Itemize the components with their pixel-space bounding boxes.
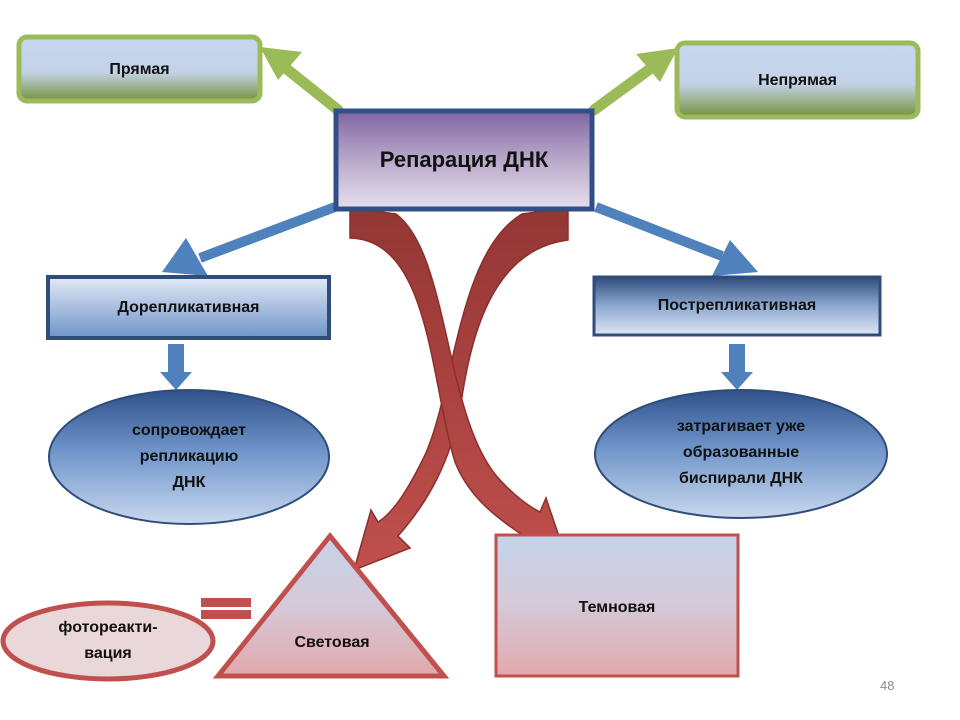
page-number: 48 — [880, 678, 895, 693]
arrow-to-postreplicative — [594, 202, 758, 276]
arrow-to-light — [352, 207, 569, 572]
arrow-down-pre — [160, 344, 192, 390]
prereplicative-label: Дорепликативная — [117, 298, 260, 316]
direct-label: Прямая — [109, 61, 170, 78]
pre-note-label: сопровождает репликацию ДНК — [132, 422, 246, 491]
pre-note-oval — [48, 389, 330, 525]
indirect-box — [674, 40, 921, 120]
arrow-down-post — [721, 344, 753, 390]
center-box — [333, 108, 595, 212]
direct-box — [16, 34, 263, 104]
light-triangle — [212, 532, 450, 679]
photoreactivation-label: фотореакти- вация — [58, 619, 158, 662]
light-label: Световая — [294, 634, 370, 651]
link-bars — [201, 598, 251, 619]
center-label: Репарация ДНК — [379, 147, 549, 172]
arrow-to-indirect — [588, 48, 678, 116]
postreplicative-label: Пострепликативная — [657, 297, 817, 314]
prereplicative-box — [46, 275, 331, 340]
arrow-to-direct — [260, 47, 344, 116]
photoreactivation-oval — [0, 600, 216, 682]
arrow-to-prereplicative — [162, 202, 337, 276]
dark-box — [494, 533, 740, 678]
postreplicative-box — [592, 275, 882, 337]
post-note-label: затрагивает уже образованные биспирали Д… — [676, 418, 806, 487]
dark-label: Темновая — [578, 599, 656, 616]
post-note-oval — [594, 389, 888, 519]
indirect-label: Непрямая — [758, 72, 837, 89]
